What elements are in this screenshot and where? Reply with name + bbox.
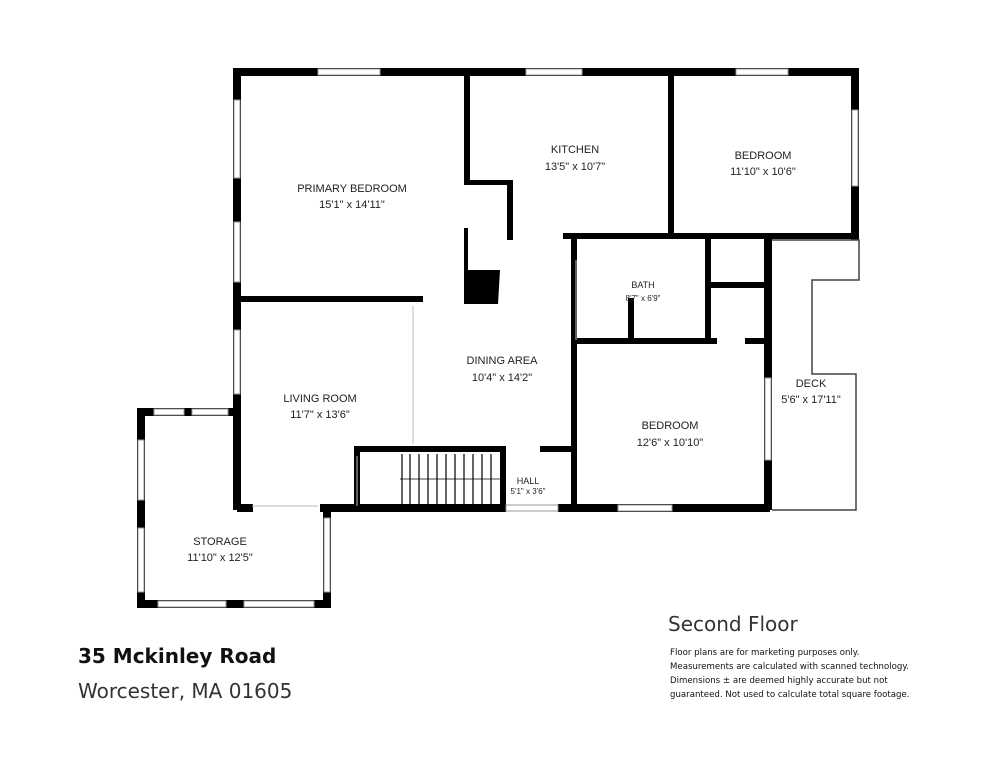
storage-name: STORAGE xyxy=(193,536,247,548)
room-labels: PRIMARY BEDROOM 15'1" x 14'11" KITCHEN 1… xyxy=(187,144,841,564)
address-city: Worcester, MA 01605 xyxy=(78,679,293,703)
disclaimer-line: Dimensions ± are deemed highly accurate … xyxy=(670,676,888,686)
address-street: 35 Mckinley Road xyxy=(78,644,277,668)
floor-plan: PRIMARY BEDROOM 15'1" x 14'11" KITCHEN 1… xyxy=(137,68,860,608)
deck-dims: 5'6" x 17'11" xyxy=(781,394,841,406)
deck-outline xyxy=(772,239,860,511)
walls xyxy=(137,68,859,608)
bedroom-ne-name: BEDROOM xyxy=(735,150,792,162)
kitchen-name: KITCHEN xyxy=(551,144,599,156)
bath-dims: 8'7" x 6'9" xyxy=(626,294,661,303)
floor-title: Second Floor xyxy=(668,612,798,636)
bedroom-se-name: BEDROOM xyxy=(642,420,699,432)
kitchen-dims: 13'5" x 10'7" xyxy=(545,161,605,173)
disclaimer-line: Floor plans are for marketing purposes o… xyxy=(670,648,860,658)
bedroom-ne-dims: 11'10" x 10'6" xyxy=(730,166,796,178)
deck-name: DECK xyxy=(796,378,827,390)
primary-bedroom-name: PRIMARY BEDROOM xyxy=(297,183,407,195)
bath-name: BATH xyxy=(631,280,654,290)
bedroom-se-dims: 12'6" x 10'10" xyxy=(637,437,704,449)
openings xyxy=(252,260,577,507)
living-room-name: LIVING ROOM xyxy=(283,393,356,405)
stairs xyxy=(400,454,500,504)
disclaimer-line: guaranteed. Not used to calculate total … xyxy=(670,690,910,700)
disclaimer-line: Measurements are calculated with scanned… xyxy=(670,662,909,672)
storage-dims: 11'10" x 12'5" xyxy=(187,552,253,564)
primary-bedroom-dims: 15'1" x 14'11" xyxy=(319,199,385,211)
dining-area-name: DINING AREA xyxy=(467,355,539,367)
living-room-dims: 11'7" x 13'6" xyxy=(290,409,350,421)
hall-name: HALL xyxy=(517,476,540,486)
hall-dims: 5'1" x 3'6" xyxy=(511,487,546,496)
windows xyxy=(137,68,859,608)
dining-area-dims: 10'4" x 14'2" xyxy=(472,372,532,384)
disclaimer: Floor plans are for marketing purposes o… xyxy=(670,646,970,702)
